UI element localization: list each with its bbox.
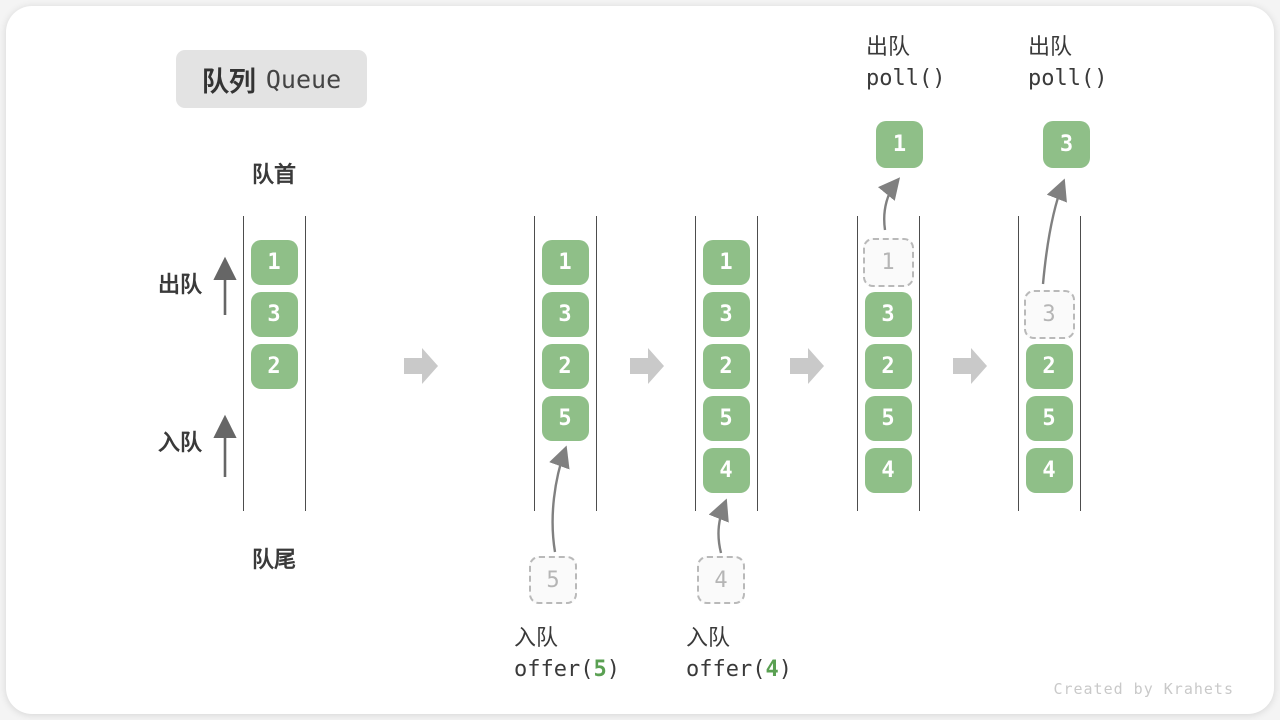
enqueue-side-label: 入队: [158, 430, 203, 455]
queue-cell: 3: [702, 292, 750, 337]
flow-arrow: [404, 348, 438, 384]
op-action-label: 出队: [1028, 34, 1073, 59]
watermark: Created by Krahets: [1053, 680, 1234, 698]
column-wall: [857, 216, 858, 511]
op-enqueue-5: 入队 offer(5): [514, 623, 620, 687]
queue-cell: 5: [1025, 396, 1073, 441]
queue-cell: 2: [250, 344, 298, 389]
queue-cell: 3: [864, 292, 912, 337]
diagram-card: 队列 Queue 队首 队尾 出队 入队 1 3 2 1 3 2 5 5 1 3 2 5 4 4 1 3 2 5 4…: [6, 6, 1274, 714]
queue-cell: 1: [250, 240, 298, 285]
op-action-label: 入队: [514, 625, 559, 650]
op-code-label: offer(4): [686, 657, 792, 682]
op-code-label: offer(5): [514, 657, 620, 682]
queue-cell: 3: [541, 292, 589, 337]
queue-cell: 2: [541, 344, 589, 389]
queue-cell: 1: [541, 240, 589, 285]
poll-3-arrow: [1041, 178, 1067, 285]
title-zh: 队列: [201, 66, 256, 97]
op-code-arg: 5: [593, 657, 607, 682]
queue-cell: 3: [250, 292, 298, 337]
op-action-label: 入队: [686, 625, 731, 650]
flow-arrow: [630, 348, 664, 384]
queue-cell: 5: [864, 396, 912, 441]
queue-cell: 2: [864, 344, 912, 389]
op-code-arg: 4: [765, 657, 779, 682]
column-wall: [534, 216, 535, 511]
queue-cell: 4: [1025, 448, 1073, 493]
queue-cell: 2: [1025, 344, 1073, 389]
enqueue-5-arrow: [549, 445, 570, 553]
released-cell: 3: [1043, 121, 1090, 168]
queue-cell: 5: [702, 396, 750, 441]
op-code-label: poll(): [1028, 66, 1108, 91]
column-wall: [695, 216, 696, 511]
queue-cell: 4: [864, 448, 912, 493]
poll-1-arrow: [878, 177, 901, 231]
column-wall: [919, 216, 920, 511]
queue-cell: 1: [702, 240, 750, 285]
title-en: Queue: [265, 64, 342, 94]
op-code-label: poll(): [866, 66, 946, 91]
column-wall: [596, 216, 597, 511]
diagram-title: 队列 Queue: [176, 50, 367, 108]
staged-cell: 4: [697, 556, 745, 604]
op-dequeue-1: 出队 poll(): [866, 32, 945, 96]
column-wall: [1080, 216, 1081, 511]
arrows-overlay: [213, 177, 1067, 554]
released-cell: 1: [876, 121, 923, 168]
column-wall: [305, 216, 306, 511]
op-action-label: 出队: [866, 34, 911, 59]
op-dequeue-3: 出队 poll(): [1028, 32, 1107, 96]
queue-front-label: 队首: [251, 162, 296, 187]
queue-rear-label: 队尾: [251, 547, 296, 572]
op-enqueue-4: 入队 offer(4): [686, 623, 792, 687]
queue-cell: 2: [702, 344, 750, 389]
flow-arrow: [790, 348, 824, 384]
staged-cell: 5: [529, 556, 577, 604]
queue-cell-ghost: 3: [1023, 290, 1075, 339]
column-wall: [243, 216, 244, 511]
dequeue-side-label: 出队: [158, 272, 203, 297]
queue-cell: 5: [541, 396, 589, 441]
column-wall: [1018, 216, 1019, 511]
column-wall: [757, 216, 758, 511]
queue-cell: 4: [702, 448, 750, 493]
queue-cell-ghost: 1: [862, 238, 914, 287]
enqueue-4-arrow: [708, 498, 729, 554]
flow-arrow: [953, 348, 987, 384]
